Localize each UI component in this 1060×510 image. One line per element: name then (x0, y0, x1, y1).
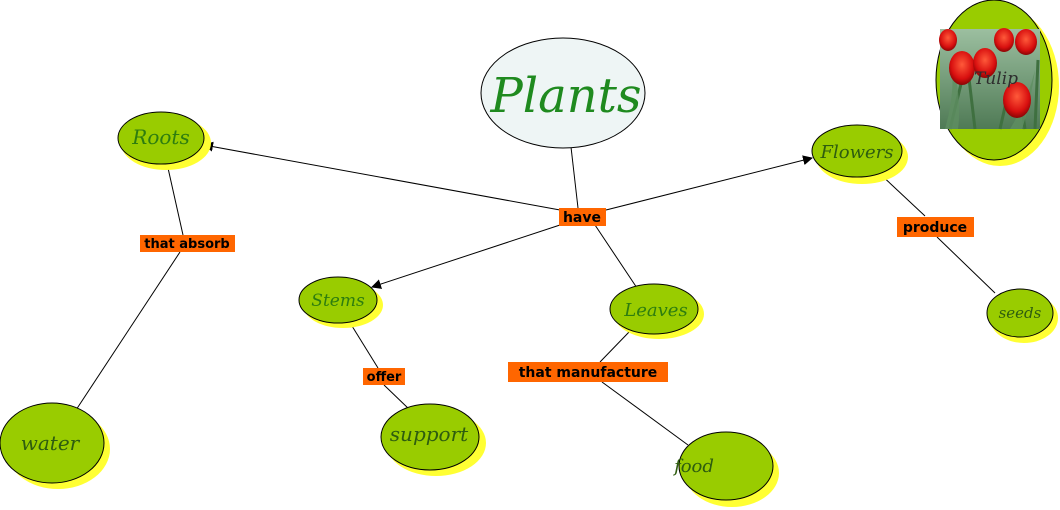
flowers-label: Flowers (820, 142, 894, 163)
line-have-flowers (605, 155, 813, 211)
support-label: support (390, 422, 469, 446)
line-plants-have (570, 146, 579, 209)
tulip-label: Tulip (974, 69, 1018, 89)
line-absorb-water (75, 251, 181, 411)
concept-support[interactable]: support (380, 403, 486, 476)
concept-leaves[interactable]: Leaves (609, 283, 704, 339)
that-manufacture-text: that manufacture (519, 365, 658, 381)
line-leaves-manufacture (599, 330, 631, 363)
concept-food[interactable]: food (672, 431, 779, 507)
line-manufacture-food (601, 381, 689, 446)
leaves-node-shape (609, 283, 699, 335)
line-roots-absorb (167, 167, 184, 236)
offer-box (363, 368, 405, 385)
line-have-stems (371, 223, 564, 289)
produce-text: produce (903, 220, 967, 236)
flowers-node-shape (811, 124, 903, 178)
food-node-shape (678, 431, 774, 501)
have-text: have (563, 210, 601, 226)
link-offer[interactable]: offer (363, 368, 405, 385)
tulip-photo (939, 28, 1040, 130)
plants-node-shape (480, 37, 646, 149)
that-absorb-text: that absorb (144, 237, 229, 252)
concept-plants[interactable]: Plants (480, 37, 646, 149)
stems-label: Stems (311, 291, 365, 311)
line-offer-support (383, 384, 411, 411)
water-node-shape (0, 402, 105, 484)
seeds-node-shape (986, 288, 1054, 338)
plants-label: Plants (489, 68, 641, 124)
offer-text: offer (367, 370, 402, 385)
water-label: water (21, 431, 81, 455)
concept-roots[interactable]: Roots (117, 111, 211, 170)
concept-tulip[interactable]: Tulip (935, 0, 1059, 166)
concept-seeds[interactable]: seeds (986, 288, 1058, 343)
link-produce[interactable]: produce (897, 217, 974, 237)
line-have-roots (203, 141, 561, 211)
link-have[interactable]: have (559, 208, 606, 226)
line-stems-offer (351, 325, 379, 369)
roots-label: Roots (131, 125, 189, 149)
that-manufacture-box (508, 362, 668, 382)
roots-node-shape (117, 111, 205, 165)
that-absorb-box (140, 235, 235, 252)
link-that-absorb[interactable]: that absorb (140, 235, 235, 252)
seeds-label: seeds (999, 304, 1042, 322)
produce-box (897, 217, 974, 237)
connector-lines (75, 141, 996, 446)
link-that-manufacture[interactable]: that manufacture (508, 362, 668, 382)
concept-stems[interactable]: Stems (298, 276, 383, 328)
leaves-label: Leaves (623, 300, 687, 321)
concept-flowers[interactable]: Flowers (811, 124, 908, 184)
support-node-shape (380, 403, 480, 471)
stems-node-shape (298, 276, 378, 324)
have-box (559, 208, 606, 226)
line-have-leaves (594, 224, 638, 289)
line-produce-seeds (936, 236, 996, 294)
food-label: food (672, 456, 714, 477)
concept-water[interactable]: water (0, 402, 110, 489)
